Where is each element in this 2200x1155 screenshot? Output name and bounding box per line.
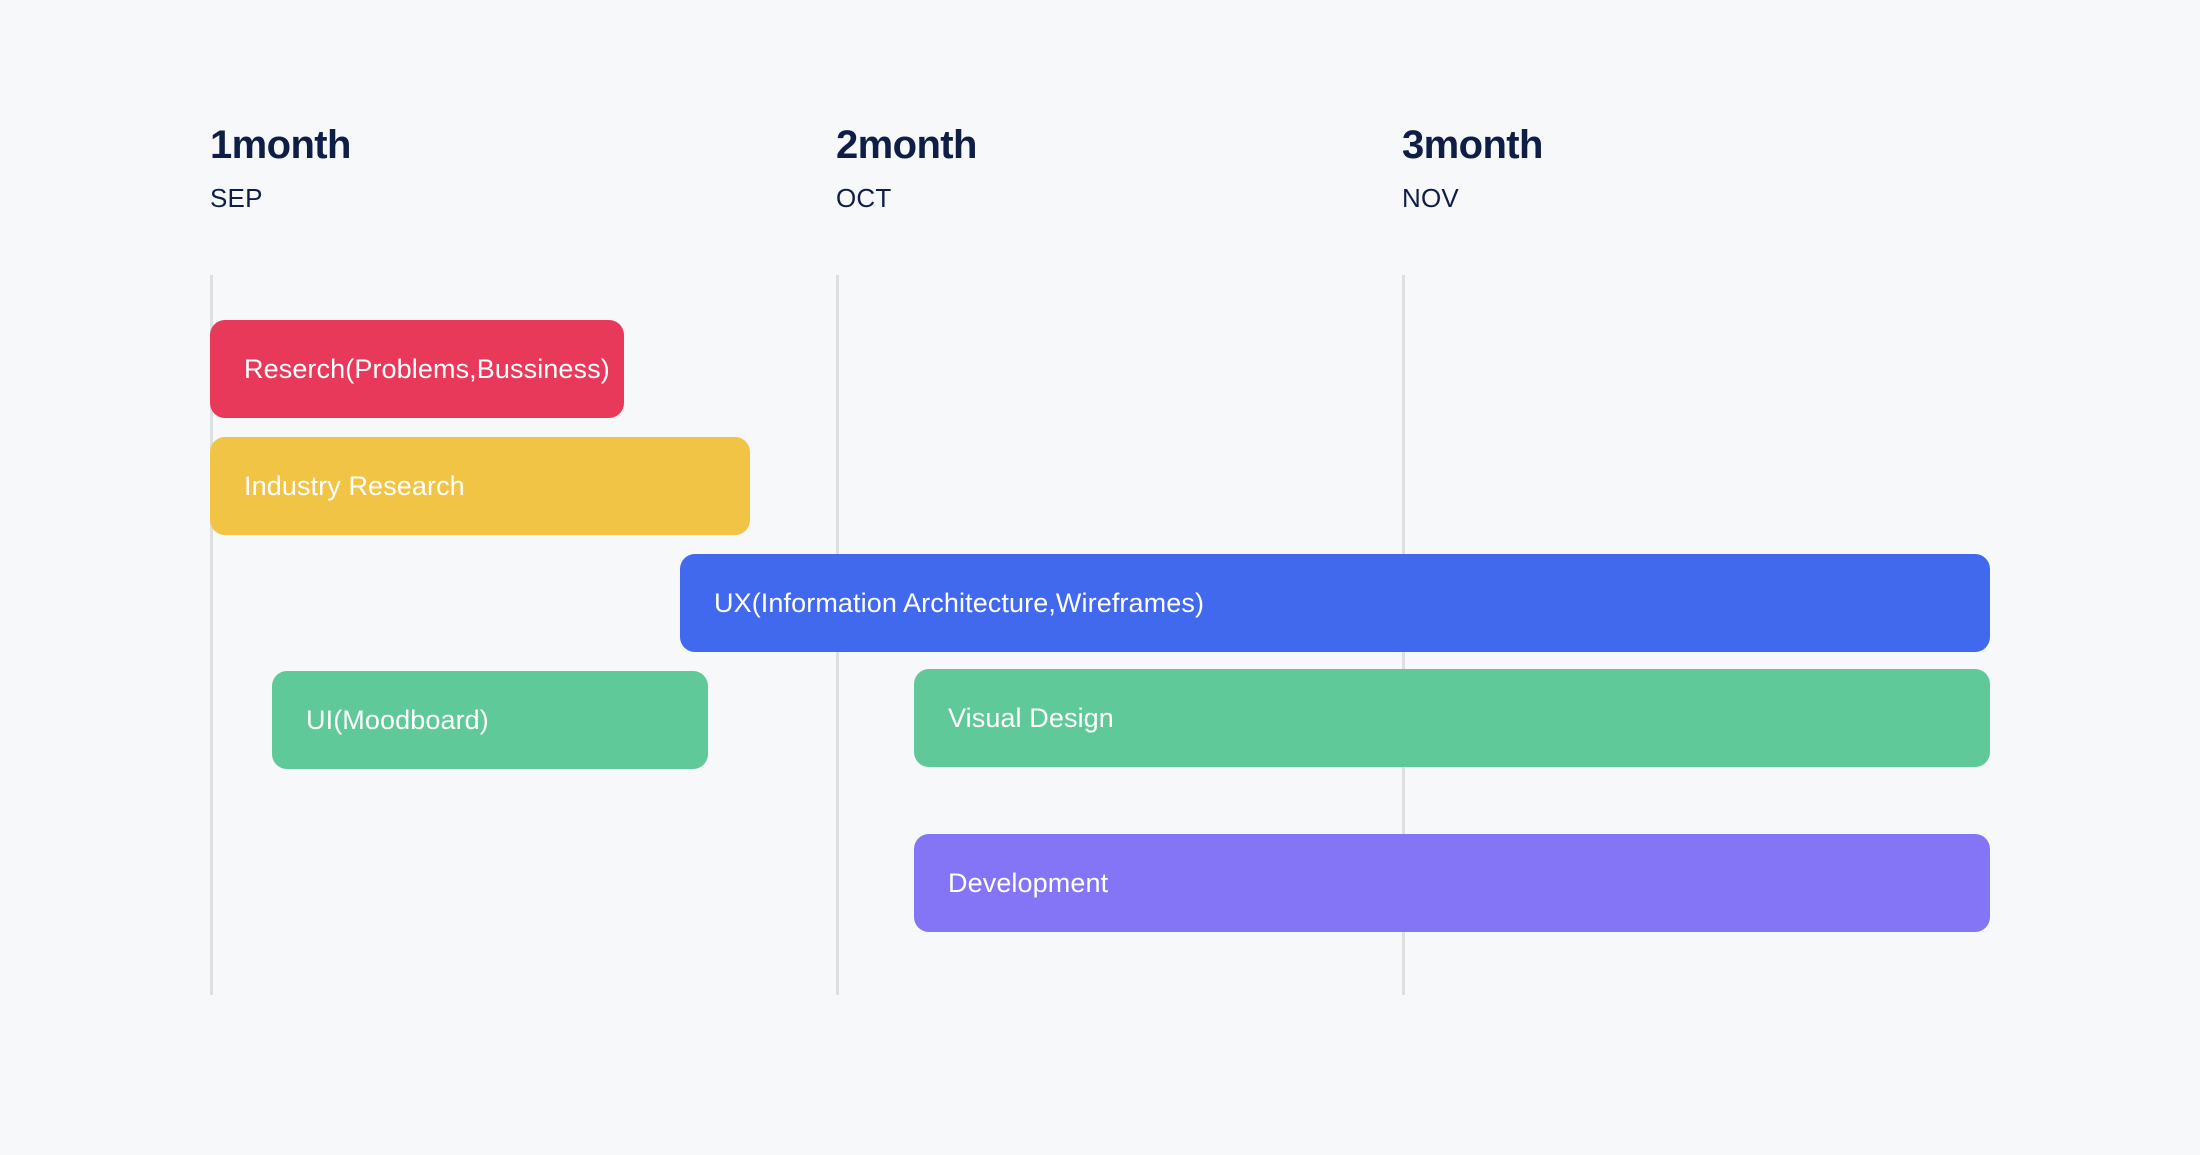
month-abbreviation: NOV xyxy=(1402,183,1459,213)
task-label: Industry Research xyxy=(244,470,465,501)
task-bar-ux[interactable]: UX(Information Architecture,Wireframes) xyxy=(680,554,1990,652)
month-abbreviation: SEP xyxy=(210,183,263,213)
task-label: Development xyxy=(948,867,1109,898)
task-label: UI(Moodboard) xyxy=(306,704,489,735)
task-bar-visual-design[interactable]: Visual Design xyxy=(914,669,1990,767)
task-bar-industry-research[interactable]: Industry Research xyxy=(210,437,750,535)
task-label: Reserch(Problems,Bussiness) xyxy=(244,353,610,384)
month-title: 1month xyxy=(210,123,351,167)
task-bar-ui-moodboard[interactable]: UI(Moodboard) xyxy=(272,671,708,769)
task-label: Visual Design xyxy=(948,702,1114,733)
month-title: 2month xyxy=(836,123,977,167)
month-title: 3month xyxy=(1402,123,1543,167)
task-label: UX(Information Architecture,Wireframes) xyxy=(714,587,1205,618)
task-bar-research[interactable]: Reserch(Problems,Bussiness) xyxy=(210,320,624,418)
grid-line-sep xyxy=(210,275,213,995)
task-bar-development[interactable]: Development xyxy=(914,834,1990,932)
month-abbreviation: OCT xyxy=(836,183,892,213)
